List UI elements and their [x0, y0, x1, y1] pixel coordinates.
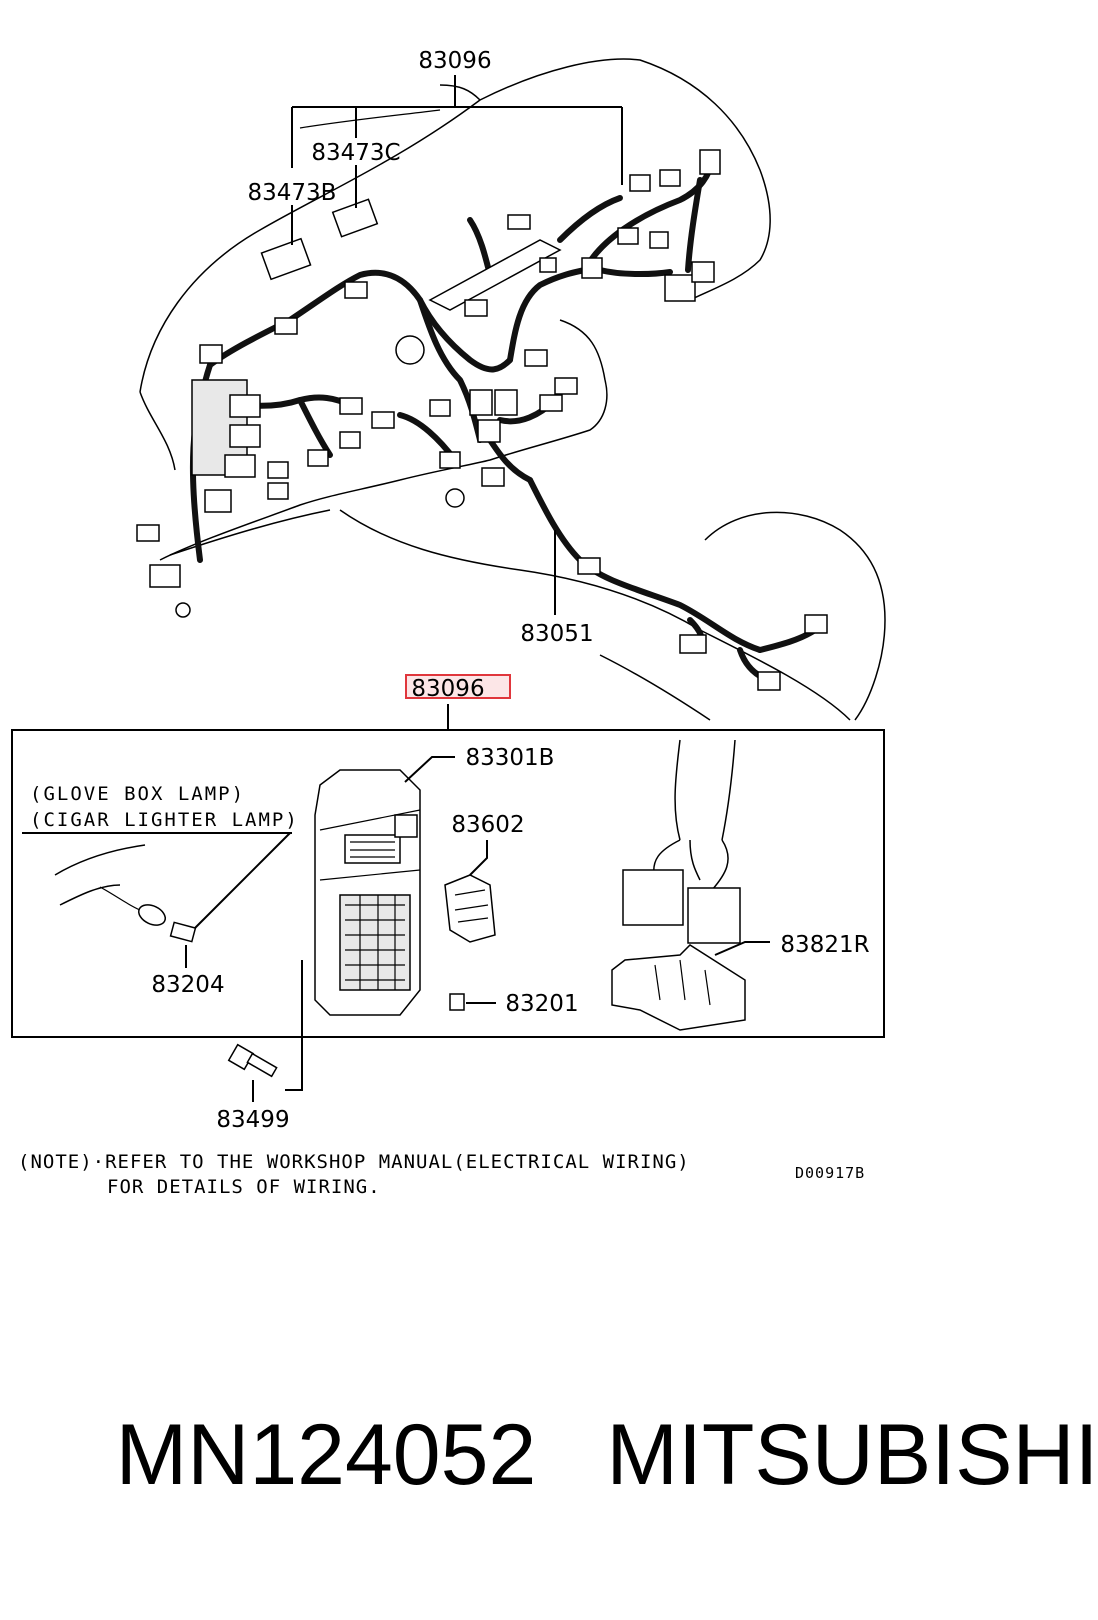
connector	[267, 482, 289, 500]
label-83821r: 83821R	[780, 932, 869, 958]
connector	[136, 524, 160, 542]
connector	[307, 449, 329, 467]
label-83096-highlighted[interactable]: 83096	[411, 676, 484, 702]
connector	[274, 317, 298, 335]
fuse-83201-part	[449, 993, 465, 1011]
lamp-socket-drawing	[54, 844, 197, 943]
connector	[429, 399, 451, 417]
connector	[524, 349, 548, 367]
connector	[664, 274, 696, 302]
connector	[464, 299, 488, 317]
connector	[229, 424, 261, 448]
label-83602: 83602	[451, 812, 524, 838]
harness-connectors	[136, 149, 828, 691]
connector	[629, 174, 651, 192]
note-line-1: (NOTE)·REFER TO THE WORKSHOP MANUAL(ELEC…	[18, 1151, 690, 1173]
label-83204: 83204	[151, 972, 224, 998]
dash-brace	[428, 239, 562, 311]
part-number: MN124052	[115, 1407, 537, 1503]
connector	[507, 214, 531, 230]
label-83051: 83051	[520, 621, 593, 647]
parts-diagram-page: 83096 83473C 83473B 83051 83096 (GLOVE B…	[0, 48, 1098, 1503]
connector	[617, 227, 639, 245]
drawing-code: D00917B	[795, 1164, 865, 1182]
connector	[757, 671, 781, 691]
relay-drawing	[611, 739, 746, 1031]
connector	[481, 467, 505, 487]
grommet	[445, 488, 465, 508]
label-83473c: 83473C	[311, 140, 400, 166]
connector	[581, 257, 603, 279]
connector	[649, 231, 669, 249]
connector	[539, 257, 557, 273]
connector	[439, 451, 461, 469]
note-line-2: FOR DETAILS OF WIRING.	[107, 1176, 381, 1198]
connector	[699, 149, 721, 175]
brand-name: MITSUBISHI	[606, 1407, 1098, 1503]
connector	[804, 614, 828, 634]
connector	[267, 461, 289, 479]
connector	[339, 431, 361, 449]
connector	[554, 377, 578, 395]
connector	[679, 634, 707, 654]
label-83301b: 83301B	[466, 745, 555, 771]
clip-83473b-part	[260, 237, 312, 281]
relay-connector	[477, 419, 501, 443]
label-83096-top: 83096	[418, 48, 491, 74]
bolt-drawing	[227, 1043, 278, 1078]
connector	[229, 394, 261, 418]
highlight-box	[405, 674, 511, 699]
socket-83204-part	[169, 921, 197, 943]
label-83499: 83499	[216, 1107, 289, 1133]
connector	[199, 344, 223, 364]
label-83201: 83201	[505, 991, 578, 1017]
connector	[344, 281, 368, 299]
connector	[149, 564, 181, 588]
connector	[339, 397, 363, 415]
ground-terminal	[175, 602, 191, 618]
relay-connector	[469, 389, 493, 416]
connector	[577, 557, 601, 575]
footer-caption: MN124052 MITSUBISHI	[0, 1290, 1098, 1503]
callout-glove-box-lamp: (GLOVE BOX LAMP)	[30, 783, 245, 805]
wiring-harness-diagram: 83096 83473C 83473B 83051 83096 (GLOVE B…	[11, 48, 886, 1198]
fuse-holder-drawing	[444, 874, 496, 943]
label-83473b: 83473B	[248, 180, 337, 206]
connector	[691, 261, 715, 283]
upper-leader-lines	[291, 75, 623, 615]
connector	[204, 489, 232, 513]
detail-frame	[11, 729, 885, 1038]
callout-cigar-lighter-lamp: (CIGAR LIGHTER LAMP)	[30, 809, 299, 831]
clip-83473c-part	[331, 198, 379, 238]
connector	[371, 411, 395, 429]
connector	[224, 454, 256, 478]
connector	[659, 169, 681, 187]
connector-round	[395, 335, 425, 365]
instrument-panel-harness	[189, 157, 818, 683]
relay-connector	[494, 389, 518, 416]
junction-block-drawing	[314, 769, 421, 1016]
connector	[539, 394, 563, 412]
